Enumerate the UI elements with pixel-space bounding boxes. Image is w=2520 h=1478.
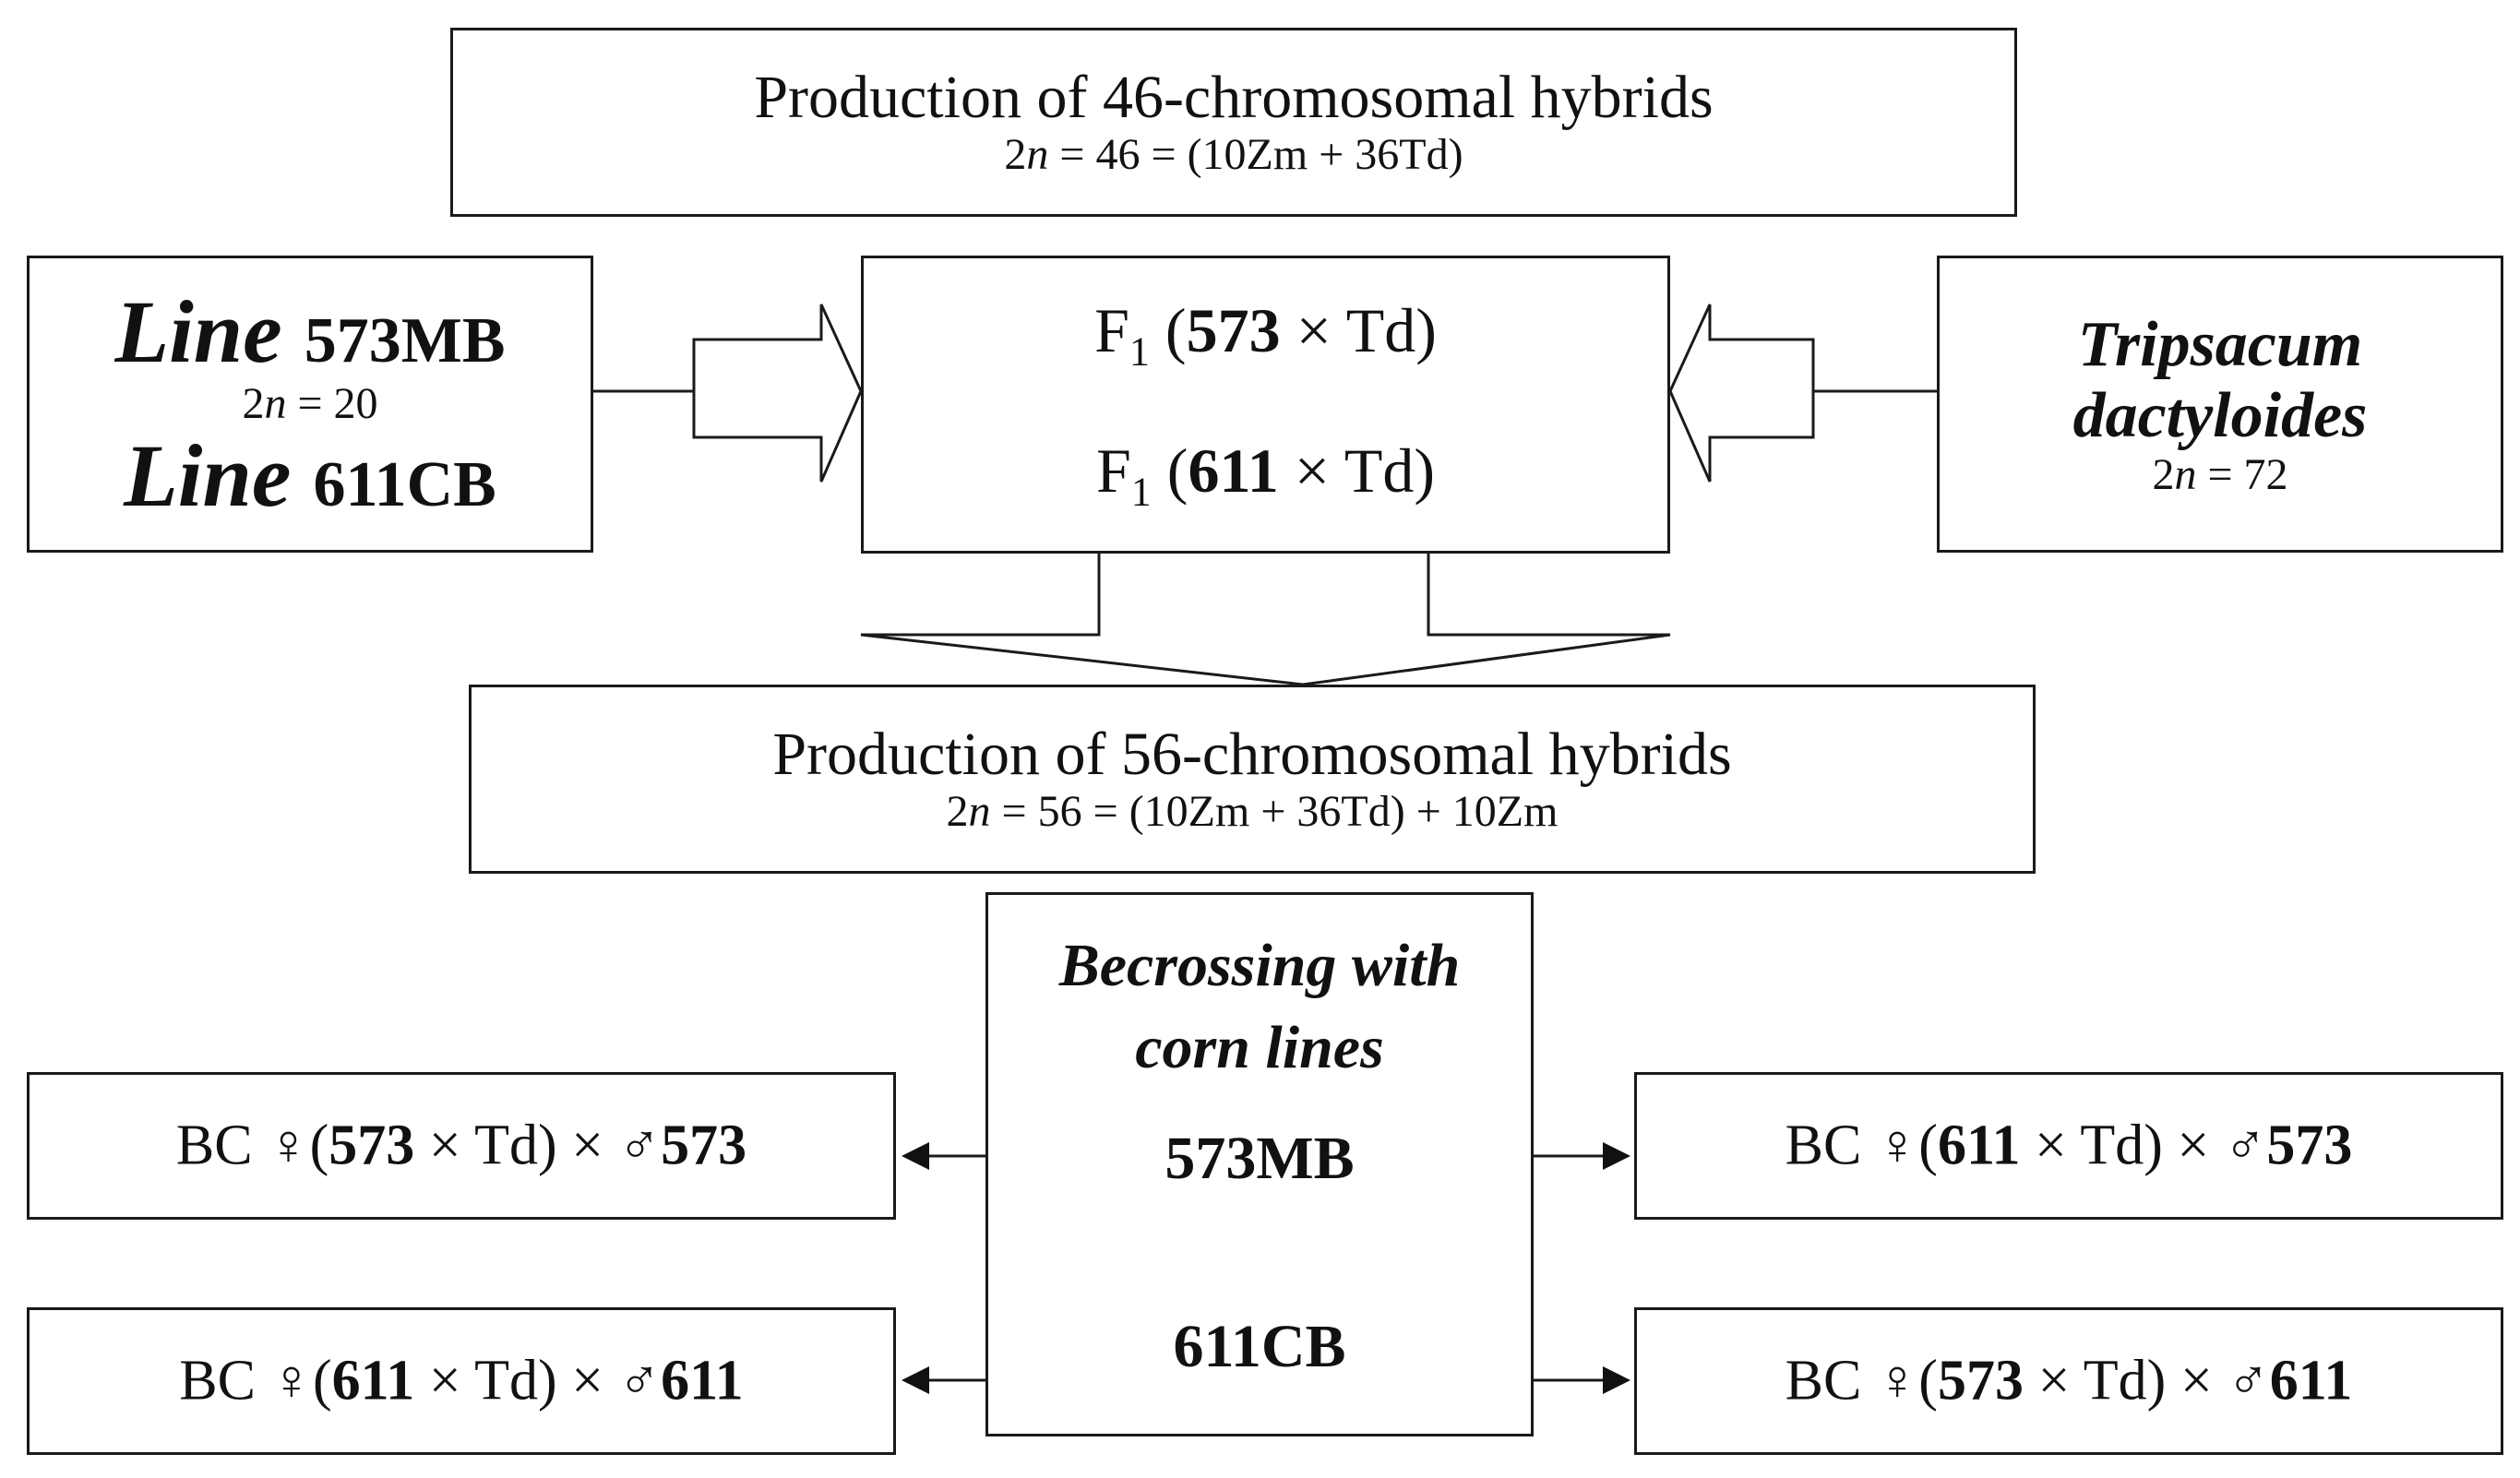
formula-46: 2n = 46 = (10Zm + 36Td) [1004, 130, 1463, 180]
backcross-line-611cb: 611CB [1173, 1313, 1346, 1380]
backcross-title: Becrossing with corn lines [1058, 932, 1461, 1082]
title-56-chromosomal: Production of 56-chromosomal hybrids [772, 720, 1732, 788]
result-bc-611td-x-611: BC ♀(611 × Td) × ♂611 [27, 1307, 896, 1455]
title-46-chromosomal: Production of 46-chromosomal hybrids [754, 63, 1714, 131]
f1-573-td: F1 (573 × Td) [1094, 294, 1437, 375]
species-epithet: dactyloides [2072, 379, 2368, 451]
f1-611-td: F1 (611 × Td) [1095, 435, 1436, 515]
box-tripsacum: Tripsacum dactyloides 2n = 72 [1937, 256, 2503, 553]
box-corn-lines: Line 573MB 2n = 20 Line 611CB [27, 256, 593, 553]
tripsacum-chromosome-count: 2n = 72 [2152, 449, 2288, 499]
species-genus: Tripsacum [2077, 308, 2363, 380]
line-611cb-label: Line 611CB [124, 426, 496, 526]
result-bc-573td-x-573: BC ♀(573 × Td) × ♂573 [27, 1072, 896, 1220]
result-bc-573td-x-611: BC ♀(573 × Td) × ♂611 [1634, 1307, 2503, 1455]
box-56-chromosomal: Production of 56-chromosomal hybrids 2n … [469, 685, 2036, 874]
box-backcrossing: Becrossing with corn lines 573MB 611CB [985, 892, 1534, 1436]
down-funnel-arrow [860, 554, 1671, 686]
backcross-line-573mb: 573MB [1164, 1125, 1355, 1192]
box-f1-hybrids: F1 (573 × Td) F1 (611 × Td) [861, 256, 1670, 554]
line-573mb-label: Line 573MB [114, 281, 506, 381]
right-block-arrow [1668, 304, 1815, 483]
formula-56: 2n = 56 = (10Zm + 36Td) + 10Zm [946, 787, 1559, 837]
left-block-arrow [692, 304, 863, 483]
corn-chromosome-count: 2n = 20 [242, 378, 378, 428]
result-bc-611td-x-573: BC ♀(611 × Td) × ♂573 [1634, 1072, 2503, 1220]
box-46-chromosomal: Production of 46-chromosomal hybrids 2n … [450, 28, 2017, 217]
